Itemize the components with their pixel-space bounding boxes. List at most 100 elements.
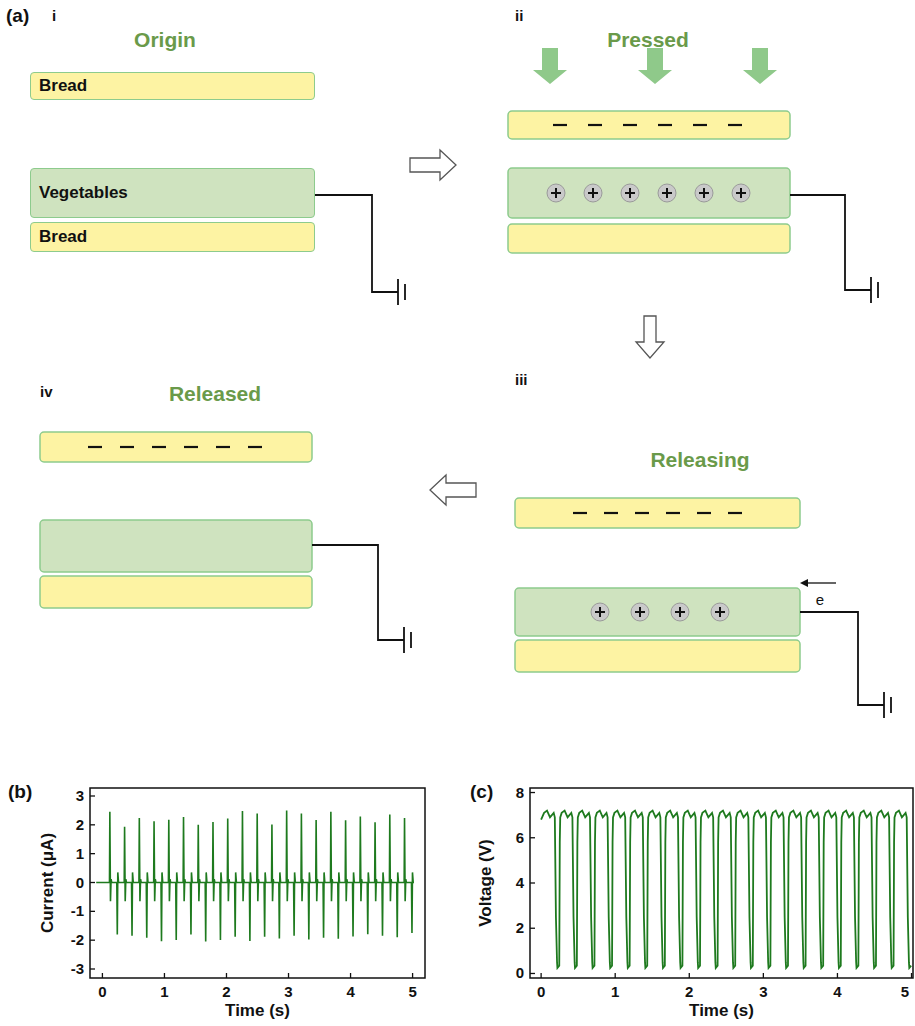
negative-charge — [152, 446, 166, 448]
electron-arrowhead — [800, 579, 808, 587]
tick-label: 3 — [76, 788, 84, 805]
ground-wire — [312, 545, 411, 653]
tick-label: 8 — [516, 784, 524, 801]
panel-letter: (b) — [8, 782, 32, 803]
step-numeral: iii — [515, 372, 528, 389]
step-title: Released — [169, 382, 261, 405]
negative-charge — [604, 512, 618, 514]
tick-label: 4 — [833, 984, 841, 1001]
negative-charge — [635, 512, 649, 514]
vegetable-layer: Vegetables — [30, 168, 315, 218]
tick-label: 0 — [98, 984, 106, 1001]
bread-layer — [508, 111, 790, 139]
negative-charge — [693, 124, 707, 126]
electron-arrow — [804, 582, 836, 583]
step-numeral: i — [52, 8, 56, 25]
tick-label: 0 — [537, 984, 545, 1001]
axis-title: Time (s) — [689, 1002, 754, 1021]
positive-charge — [621, 184, 639, 202]
current-trace — [96, 811, 413, 942]
layer-label: Bread — [31, 76, 87, 96]
ground-wire — [315, 195, 405, 305]
axis-title: Time (s) — [225, 1002, 290, 1021]
layer-label: Bread — [31, 227, 87, 247]
bread-layer — [515, 640, 800, 672]
tick-label: -3 — [71, 961, 84, 978]
negative-charge — [588, 124, 602, 126]
press-arrow — [638, 48, 672, 84]
step-title: Origin — [134, 28, 196, 51]
tick-label: 2 — [516, 920, 524, 937]
positive-charge — [631, 603, 649, 621]
voltage-trace — [541, 811, 911, 968]
tick-label: 5 — [408, 984, 416, 1001]
tick-label: 4 — [516, 875, 524, 892]
negative-charge — [658, 124, 672, 126]
tick-label: -2 — [71, 932, 84, 949]
bread-layer — [40, 432, 312, 462]
positive-charge — [584, 184, 602, 202]
panel-letter: (a) — [6, 6, 29, 27]
ground-wire — [800, 612, 891, 718]
step-title: Releasing — [650, 448, 749, 471]
positive-charge — [695, 184, 713, 202]
tick-label: -1 — [71, 903, 84, 920]
step-arrow — [410, 150, 456, 180]
press-arrow — [743, 48, 777, 84]
press-arrow — [533, 48, 567, 84]
tick-marks — [90, 796, 413, 978]
positive-charge — [671, 603, 689, 621]
axis-title: Current (μA) — [39, 833, 58, 933]
positive-charge — [732, 184, 750, 202]
axis-title: Voltage (V) — [477, 839, 496, 927]
tick-label: 3 — [284, 984, 292, 1001]
plot-frame — [530, 788, 913, 978]
tick-label: 1 — [611, 984, 619, 1001]
negative-charge — [216, 446, 230, 448]
tick-label: 6 — [516, 830, 524, 847]
tick-label: 0 — [76, 874, 84, 891]
tick-label: 0 — [516, 965, 524, 982]
negative-charge — [728, 512, 742, 514]
plot-frame — [90, 788, 425, 978]
negative-charge — [248, 446, 262, 448]
step-numeral: iv — [40, 384, 53, 401]
vegetable-layer — [508, 168, 790, 218]
ground-wire — [790, 195, 878, 303]
negative-charge — [573, 512, 587, 514]
negative-charge — [697, 512, 711, 514]
bread-layer: Bread — [30, 222, 315, 252]
negative-charge — [666, 512, 680, 514]
bread-layer — [40, 576, 312, 608]
step-title: Pressed — [607, 28, 689, 51]
bread-layer: Bread — [30, 72, 315, 100]
tick-label: 2 — [685, 984, 693, 1001]
vegetable-layer — [40, 520, 312, 572]
negative-charge — [623, 124, 637, 126]
electron-label: e — [816, 592, 824, 609]
step-numeral: ii — [515, 8, 523, 25]
bread-layer — [508, 224, 790, 253]
tick-label: 1 — [160, 984, 168, 1001]
step-arrow — [636, 316, 664, 358]
positive-charge — [658, 184, 676, 202]
negative-charge — [728, 124, 742, 126]
positive-charge — [711, 603, 729, 621]
step-arrow — [430, 475, 476, 505]
tick-label: 4 — [346, 984, 354, 1001]
positive-charge — [547, 184, 565, 202]
bread-layer — [515, 498, 800, 528]
tick-label: 3 — [759, 984, 767, 1001]
positive-charge — [591, 603, 609, 621]
tick-marks — [530, 793, 912, 978]
negative-charge — [553, 124, 567, 126]
tick-label: 2 — [222, 984, 230, 1001]
tick-label: 5 — [901, 984, 909, 1001]
tick-label: 2 — [76, 817, 84, 834]
negative-charge — [184, 446, 198, 448]
layer-label: Vegetables — [31, 183, 128, 203]
negative-charge — [120, 446, 134, 448]
negative-charge — [88, 446, 102, 448]
